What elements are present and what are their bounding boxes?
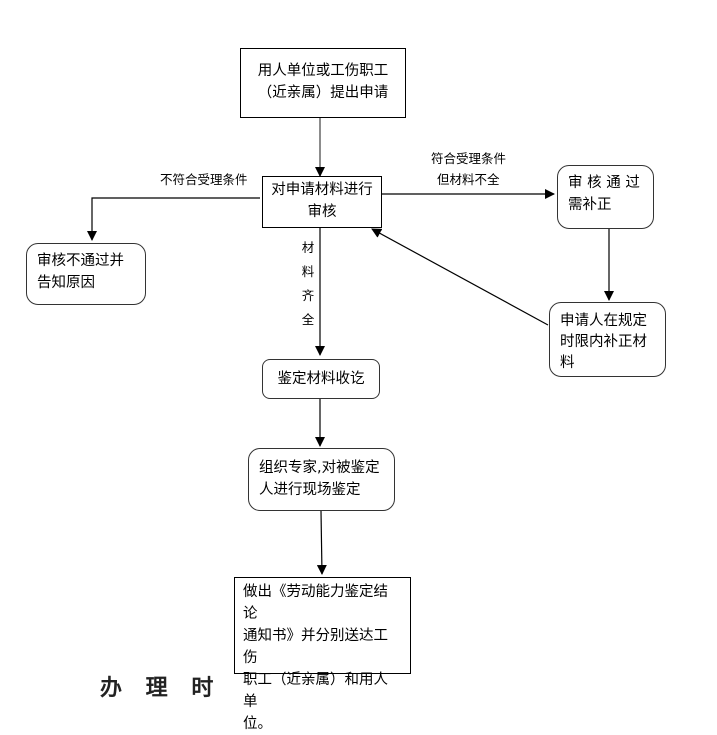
node-supplement-line1: 申请人在规定 bbox=[560, 313, 647, 329]
node-receive: 鉴定材料收讫 bbox=[262, 359, 380, 399]
node-conclusion: 做出《劳动能力鉴定结论 通知书》并分别送达工伤 职工（近亲属）和用人单 位。 bbox=[234, 577, 411, 732]
node-conclusion-line3: 职工（近亲属）和用人单 bbox=[243, 672, 388, 710]
edge-supplement-to-review bbox=[371, 228, 549, 326]
edge-label-complete-char: 齐 bbox=[301, 288, 315, 303]
node-need-supplement-line2: 需补正 bbox=[568, 197, 612, 213]
node-apply: 用人单位或工伤职工 （近亲属）提出申请 bbox=[240, 48, 406, 118]
edge-label-complete-char: 料 bbox=[301, 264, 315, 279]
edge-label-meet-incomplete-2: 但材料不全 bbox=[437, 172, 500, 187]
node-supplement: 申请人在规定 时限内补正材 料 bbox=[549, 302, 666, 377]
edge-label-complete: 材 料 齐 全 bbox=[301, 236, 315, 332]
node-conclusion-line4: 位。 bbox=[243, 716, 272, 732]
node-review-line2: 审核 bbox=[307, 204, 337, 220]
edge-label-not-meet: 不符合受理条件 bbox=[160, 172, 248, 187]
node-reject: 审核不通过并 告知原因 bbox=[26, 243, 146, 305]
node-reject-line1: 审核不通过并 bbox=[37, 253, 124, 269]
node-organize: 组织专家,对被鉴定 人进行现场鉴定 bbox=[248, 448, 395, 511]
node-apply-line1: 用人单位或工伤职工 bbox=[257, 63, 389, 79]
node-need-supplement-line1: 审 核 通 过 bbox=[568, 175, 640, 191]
node-receive-text: 鉴定材料收讫 bbox=[277, 371, 365, 387]
node-supplement-line3: 料 bbox=[560, 355, 575, 371]
edge-label-complete-char: 全 bbox=[301, 312, 315, 327]
node-organize-line2: 人进行现场鉴定 bbox=[259, 482, 361, 498]
edge-review-to-reject bbox=[87, 197, 260, 241]
node-review: 对申请材料进行 审核 bbox=[262, 176, 382, 228]
node-reject-line2: 告知原因 bbox=[37, 275, 95, 291]
edge-label-complete-char: 材 bbox=[301, 240, 315, 255]
node-review-line1: 对申请材料进行 bbox=[271, 182, 373, 198]
node-need-supplement: 审 核 通 过 需补正 bbox=[557, 165, 654, 229]
edge-label-meet-incomplete-1: 符合受理条件 bbox=[431, 151, 507, 166]
connector-layer bbox=[87, 118, 614, 575]
node-conclusion-line2: 通知书》并分别送达工伤 bbox=[243, 628, 388, 666]
node-organize-line1: 组织专家,对被鉴定 bbox=[259, 460, 380, 476]
cutoff-heading: 办 理 时 bbox=[100, 676, 222, 701]
node-conclusion-line1: 做出《劳动能力鉴定结论 bbox=[243, 584, 388, 622]
node-apply-line2: （近亲属）提出申请 bbox=[257, 85, 389, 101]
node-supplement-line2: 时限内补正材 bbox=[560, 334, 647, 350]
edge-organize-to-conclusion bbox=[316, 510, 327, 575]
